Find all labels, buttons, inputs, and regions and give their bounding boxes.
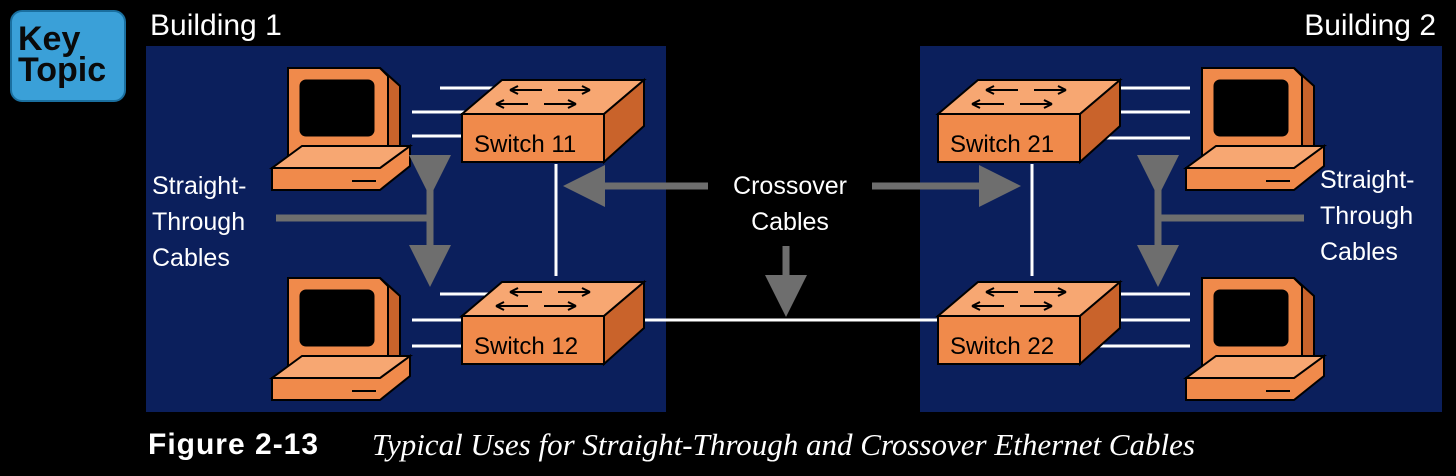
b2-label-line1: Straight-	[1320, 166, 1415, 194]
switch-22: Switch 22	[937, 281, 1121, 365]
b2-label-line2: Through	[1320, 202, 1414, 230]
building-1-straight-through-label: Straight- Through Cables	[152, 168, 246, 276]
switch-22-label: Switch 22	[950, 333, 1054, 360]
b1-label-line2: Through	[152, 208, 246, 236]
switch-12-label: Switch 12	[474, 333, 578, 360]
pc-b1-top	[271, 67, 411, 191]
crossover-label-line1: Crossover	[733, 172, 847, 200]
pc-b2-bottom	[1185, 277, 1325, 401]
key-topic-line1: Key	[18, 20, 81, 58]
pc-b1-bottom	[271, 277, 411, 401]
figure-title: Typical Uses for Straight-Through and Cr…	[372, 427, 1195, 462]
key-topic-badge: Key Topic	[10, 10, 126, 102]
b1-label-line1: Straight-	[152, 172, 247, 200]
b1-label-line3: Cables	[152, 244, 230, 272]
switch-21: Switch 21	[937, 79, 1121, 163]
switch-21-label: Switch 21	[950, 131, 1054, 158]
b2-label-line3: Cables	[1320, 238, 1398, 266]
building-2-title: Building 2	[1304, 9, 1436, 42]
switch-11: Switch 11	[461, 79, 645, 163]
building-1-title: Building 1	[150, 9, 282, 42]
annotation-arrows	[276, 155, 1304, 317]
pc-b2-top	[1185, 67, 1325, 191]
crossover-label-line2: Cables	[751, 208, 829, 236]
switch-12: Switch 12	[461, 281, 645, 365]
crossover-cables-label: Crossover Cables	[690, 168, 890, 240]
building-2-straight-through-label: Straight- Through Cables	[1320, 162, 1414, 270]
figure-number: Figure 2-13	[148, 428, 320, 461]
key-topic-line2: Topic	[18, 51, 107, 89]
switch-11-label: Switch 11	[474, 131, 576, 158]
